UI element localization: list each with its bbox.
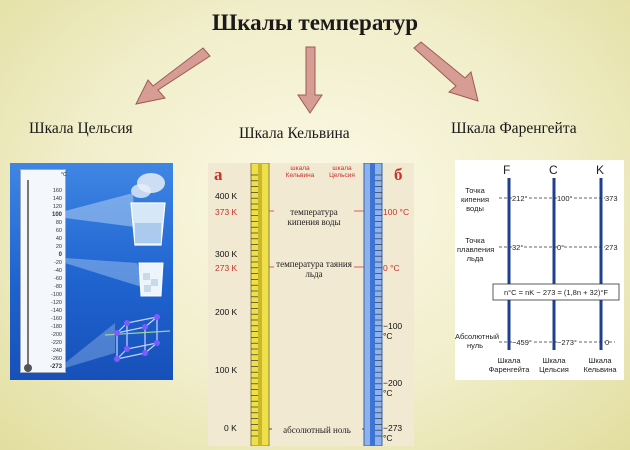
footer-celsius: Шкала Цельсия xyxy=(539,356,569,374)
letter-b: б xyxy=(394,165,403,184)
celsius-tick-label: 40 xyxy=(55,236,62,242)
kelvin-panel: а б шкала Кельвина шкала Цельсия 400 K 3… xyxy=(208,163,414,446)
c-tick-m273: −273 °C xyxy=(383,423,403,443)
label-kelvin: Шкала Кельвина xyxy=(239,125,350,142)
c-tick-0: 0 °C xyxy=(383,263,400,273)
celsius-tick-label: -60 xyxy=(54,276,62,282)
k-tick-0: 0 K xyxy=(224,423,237,433)
boiling-label: температура кипения воды xyxy=(274,207,354,227)
label-celsius: Шкала Цельсия xyxy=(29,120,133,137)
thermometer-bulb xyxy=(24,364,32,372)
footer-fahrenheit: Шкала Фаренгейта xyxy=(488,356,530,374)
label-fahrenheit: Шкала Фаренгейта xyxy=(451,120,577,137)
celsius-tick-label: -160 xyxy=(50,316,62,322)
thermometer-tube xyxy=(27,180,29,366)
celsius-panel: °C 160 140 120 100 80 60 40 20 0 -20 -40 -60 -80 -100… xyxy=(10,163,173,380)
header-c: C xyxy=(549,163,558,177)
celsius-tick-label: 0 xyxy=(58,252,62,258)
kelvin-tubes xyxy=(250,163,383,446)
boil-c: 100° xyxy=(557,194,573,203)
celsius-tick-label: -180 xyxy=(50,324,62,330)
celsius-tick-label: -40 xyxy=(54,268,62,274)
boil-f: 212° xyxy=(512,194,528,203)
celsius-thermometer: °C 160 140 120 100 80 60 40 20 0 -20 -40 -60 -80 -100… xyxy=(20,169,67,373)
boiling-point-label: Точка кипения воды xyxy=(460,186,490,213)
celsius-tick-label: 120 xyxy=(52,204,62,210)
celsius-tick-label: 80 xyxy=(55,220,62,226)
celsius-tick-label: -220 xyxy=(50,340,62,346)
celsius-tick-label: -240 xyxy=(50,348,62,354)
melt-f: 32° xyxy=(512,243,524,252)
arrow-left xyxy=(135,47,211,105)
fahrenheit-lines xyxy=(492,178,620,350)
zero-k: 0 xyxy=(605,338,610,347)
celsius-tick-label: -80 xyxy=(54,284,62,290)
page-title: Шкалы температур xyxy=(211,10,419,35)
arrow-right xyxy=(413,41,479,102)
c-tick-m100: −100 °C xyxy=(383,321,403,341)
c-tick-m200: −200 °C xyxy=(383,378,403,398)
celsius-tick-label: 60 xyxy=(55,228,62,234)
melting-label: температура таяния льда xyxy=(274,259,354,279)
celsius-tick-label: 160 xyxy=(52,188,62,194)
arrows xyxy=(135,41,479,114)
celsius-illustrations xyxy=(65,173,171,368)
celsius-tick-label: -260 xyxy=(50,356,62,362)
conversion-formula: n°C = nK − 273 = (1,8n + 32)°F xyxy=(504,288,608,297)
celsius-tick-label: 20 xyxy=(55,244,62,250)
celsius-tick-label: 140 xyxy=(52,196,62,202)
melt-k: 273 xyxy=(605,243,618,252)
absolute-zero-label: абсолютный ноль xyxy=(272,425,362,435)
unit-label: °C xyxy=(60,172,67,178)
arrow-middle xyxy=(297,46,323,114)
celsius-tick-label: -20 xyxy=(54,260,62,266)
celsius-tick-label: -140 xyxy=(50,308,62,314)
celsius-tick-label: -100 xyxy=(50,292,62,298)
c-tick-100: 100 °C xyxy=(383,207,410,217)
absolute-zero-point-label: Абсолютный нуль xyxy=(455,332,500,350)
zero-c: −273° xyxy=(557,338,577,347)
zero-f: −459° xyxy=(512,338,532,347)
header-k: K xyxy=(596,163,605,177)
head-celsius: шкала Цельсия xyxy=(329,165,355,179)
k-tick-273: 273 K xyxy=(215,263,238,273)
head-kelvin: шкала Кельвина xyxy=(285,165,315,179)
letter-a: а xyxy=(214,165,223,184)
k-tick-300: 300 K xyxy=(215,249,238,259)
header-f: F xyxy=(503,163,511,177)
fahrenheit-panel: F C K Точка кипения воды Точка плавления… xyxy=(455,160,624,380)
k-tick-400: 400 K xyxy=(215,191,238,201)
celsius-tick-label: -120 xyxy=(50,300,62,306)
k-tick-100: 100 K xyxy=(215,365,238,375)
footer-kelvin: Шкала Кельвина xyxy=(583,356,617,374)
k-tick-373: 373 K xyxy=(215,207,238,217)
celsius-tick-label: -200 xyxy=(50,332,62,338)
celsius-tick-label: 100 xyxy=(51,212,62,218)
celsius-tick-label: -273 xyxy=(49,364,62,370)
melt-c: 0° xyxy=(557,243,565,252)
melting-point-label: Точка плавления льда xyxy=(457,236,495,263)
boil-k: 373 xyxy=(605,194,618,203)
k-tick-200: 200 K xyxy=(215,307,238,317)
